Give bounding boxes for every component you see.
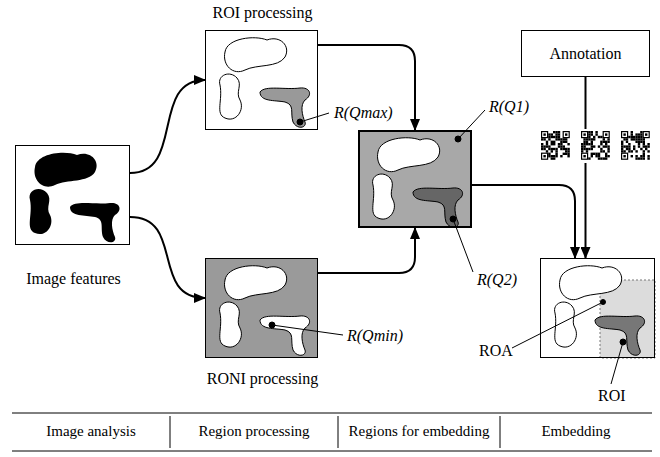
node-caption: Image features — [0, 269, 171, 289]
callout-label: R(Qmax) — [334, 103, 393, 123]
flow-arrow — [472, 185, 575, 258]
node-caption: RONI processing — [166, 369, 359, 389]
processing-box: ROI processingR(Qmax) — [205, 30, 318, 130]
embedding-box: ROAROI — [540, 258, 655, 358]
table-rules — [12, 413, 652, 451]
node-heading: ROI processing — [166, 3, 359, 23]
embedded-image — [540, 258, 655, 358]
callout-label: ROA — [479, 341, 513, 361]
callout-label: R(Qmin) — [347, 326, 403, 346]
qr-codes — [539, 129, 653, 163]
flow-arrow — [318, 45, 415, 130]
flow-arrow — [585, 77, 587, 258]
box-label: Annotation — [522, 44, 649, 64]
processing-box: RONI processingR(Qmin) — [205, 258, 318, 358]
region-box: R(Q1)R(Q2) — [358, 130, 472, 228]
leader-lines — [269, 110, 626, 384]
region-image — [358, 130, 472, 228]
callout-label: ROI — [598, 386, 626, 406]
table-header: Region processing — [170, 421, 338, 441]
table-header: Embedding — [500, 421, 652, 441]
annotation-box: Annotation — [521, 30, 650, 77]
callout-label: R(Q1) — [489, 97, 529, 117]
table-header: Image analysis — [12, 421, 170, 441]
flow-arrow — [130, 217, 205, 298]
feature-image — [15, 145, 130, 245]
flow-arrow — [130, 80, 205, 173]
callout-label: R(Q2) — [477, 270, 517, 290]
flow-arrow — [318, 228, 415, 273]
roni-image — [205, 258, 318, 358]
table-header: Regions for embedding — [338, 421, 500, 441]
roi-image — [205, 30, 318, 130]
image-box: Image features — [15, 145, 130, 245]
